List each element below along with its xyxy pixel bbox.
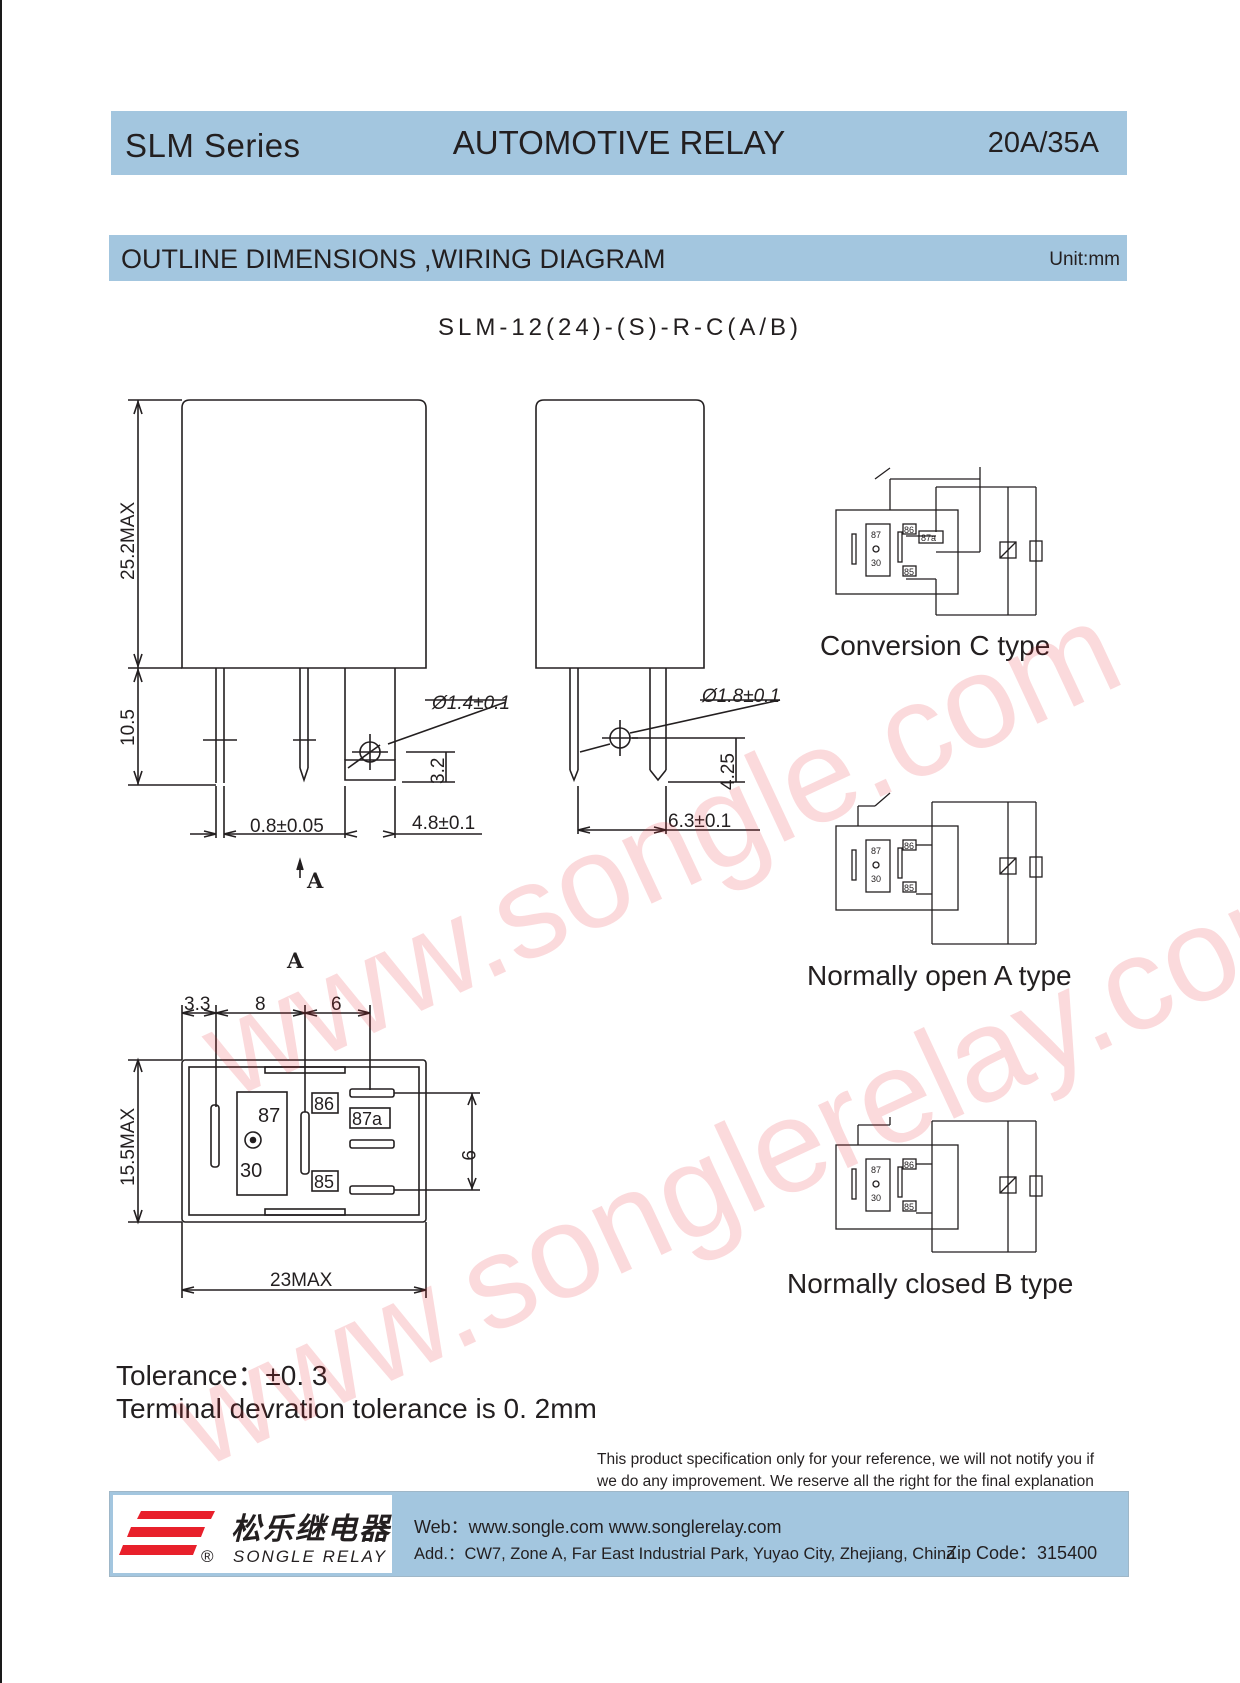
caption-normally-open-a: Normally open A type xyxy=(807,960,1072,991)
terminal-86: 86 xyxy=(314,1094,334,1114)
front-view xyxy=(128,399,507,838)
left-page-border xyxy=(0,0,2,1683)
bottom-view xyxy=(128,857,480,1298)
wa-87: 87 xyxy=(871,846,881,856)
wc-86: 86 xyxy=(904,525,914,535)
side-view xyxy=(535,399,781,834)
caption-normally-closed-b: Normally closed B type xyxy=(787,1268,1074,1299)
caption-conversion-c: Conversion C type xyxy=(820,630,1051,661)
dim-pin-space-1: 4.8±0.1 xyxy=(412,813,475,834)
wiring-diagram-b xyxy=(835,1117,1043,1253)
registered-mark: ® xyxy=(201,1547,214,1566)
model-number: SLM-12(24)-(S)-R-C(A/B) xyxy=(437,314,802,341)
footer-address: Add.：CW7, Zone A, Far East Industrial Pa… xyxy=(414,1545,956,1563)
terminal-tolerance-line: Terminal devration tolerance is 0. 2mm xyxy=(116,1393,597,1424)
dim-bottom-w3: 6 xyxy=(331,994,342,1015)
dim-pin-dia-1: Ø1.4±0.1 xyxy=(431,693,510,714)
dim-pin-width: 0.8±0.05 xyxy=(250,816,324,837)
wc-87a: 87a xyxy=(921,533,936,543)
dim-bottom-w2: 8 xyxy=(255,994,266,1015)
wb-85: 85 xyxy=(904,1202,914,1212)
disclaimer-line-2: we do any improvement. We reserve all th… xyxy=(597,1473,1094,1490)
wa-86: 86 xyxy=(904,841,914,851)
dimension-labels: 25.2MAX 10.5 Ø1.4±0.1 Ø1.8±0.1 3.2 4.25 … xyxy=(118,502,780,1291)
dim-pin-length: 10.5 xyxy=(118,709,139,746)
view-label-a-2: A xyxy=(286,948,304,973)
dim-bottom-h: 9 xyxy=(457,1150,478,1161)
wc-85: 85 xyxy=(904,567,914,577)
dim-width-max: 15.5MAX xyxy=(118,1108,139,1186)
tolerance-line: Tolerance：±0. 3 xyxy=(116,1360,328,1391)
wa-30: 30 xyxy=(871,874,881,884)
wb-86: 86 xyxy=(904,1160,914,1170)
wiring-diagram-a xyxy=(835,792,1043,945)
wb-30: 30 xyxy=(871,1193,881,1203)
footer-zip: Zip Code：315400 xyxy=(946,1543,1098,1563)
wc-30: 30 xyxy=(871,558,881,568)
dim-offset-1: 3.2 xyxy=(428,758,449,784)
dim-pin-space-2: 6.3±0.1 xyxy=(668,811,731,832)
wiring-diagram-c xyxy=(835,467,1043,616)
header-band: SLM Series AUTOMOTIVE RELAY 20A/35A xyxy=(111,111,1127,175)
dim-pin-dia-2: Ø1.8±0.1 xyxy=(701,686,780,707)
wa-85: 85 xyxy=(904,883,914,893)
wc-87: 87 xyxy=(871,530,881,540)
disclaimer-line-1: This product specification only for your… xyxy=(597,1451,1095,1468)
terminal-87: 87 xyxy=(258,1105,280,1127)
logo-box: ® 松乐继电器 SONGLE RELAY xyxy=(113,1495,392,1573)
brand-chinese: 松乐继电器 xyxy=(231,1512,391,1547)
footer-web: Web：www.songle.com www.songlerelay.com xyxy=(414,1517,782,1537)
footer-band: ® 松乐继电器 SONGLE RELAY Web：www.songle.com … xyxy=(109,1491,1129,1577)
current-rating: 20A/35A xyxy=(987,127,1099,159)
view-label-a: A xyxy=(306,868,324,893)
terminal-87a: 87a xyxy=(352,1109,383,1129)
series-name: SLM Series xyxy=(125,127,301,164)
brand-english: SONGLE RELAY xyxy=(233,1547,388,1566)
section-title: OUTLINE DIMENSIONS ,WIRING DIAGRAM xyxy=(121,244,666,274)
songle-logo-icon xyxy=(119,1511,215,1555)
section-band: OUTLINE DIMENSIONS ,WIRING DIAGRAM Unit:… xyxy=(109,235,1127,281)
unit-label: Unit:mm xyxy=(1049,249,1120,270)
document-title: AUTOMOTIVE RELAY xyxy=(452,124,786,161)
dim-length-max: 23MAX xyxy=(270,1270,333,1291)
dim-height-max: 25.2MAX xyxy=(118,502,139,580)
terminal-30: 30 xyxy=(240,1160,262,1182)
dim-bottom-w1: 3.3 xyxy=(184,994,210,1015)
wb-87: 87 xyxy=(871,1165,881,1175)
dim-offset-2: 4.25 xyxy=(718,753,739,790)
terminal-85: 85 xyxy=(314,1172,334,1192)
